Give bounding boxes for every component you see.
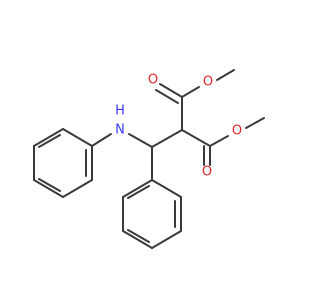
structure-canvas: O O O O N H: [33, 69, 265, 249]
atom-o1: O: [148, 73, 158, 88]
atom-h1: H: [115, 104, 125, 119]
atom-o3: O: [232, 124, 242, 139]
molecule-diagram: O O O O N H: [33, 69, 265, 249]
bond-ester1-methyl: [216, 69, 235, 81]
bond-ester1-carbonyl: [159, 83, 183, 98]
bond-ester1-carbonyl-double: [155, 89, 179, 104]
n-phenyl-ring: [33, 128, 93, 198]
bond-nh-phenyl: [91, 133, 112, 147]
bonds: [33, 69, 265, 249]
bond-ch-ch: [151, 129, 183, 148]
bond-ester2-methyl: [245, 117, 265, 129]
bond-ch-nh: [128, 133, 153, 148]
bond-ester2-oxygen: [209, 135, 229, 147]
atom-n1: N: [115, 123, 125, 138]
c-phenyl-ring: [122, 179, 182, 249]
bond-ester1-oxygen: [181, 86, 200, 98]
atom-labels: O O O O N H: [115, 73, 242, 180]
atom-o4: O: [202, 165, 212, 180]
atom-o2: O: [203, 75, 213, 90]
bond-ch-ester2: [181, 129, 211, 147]
